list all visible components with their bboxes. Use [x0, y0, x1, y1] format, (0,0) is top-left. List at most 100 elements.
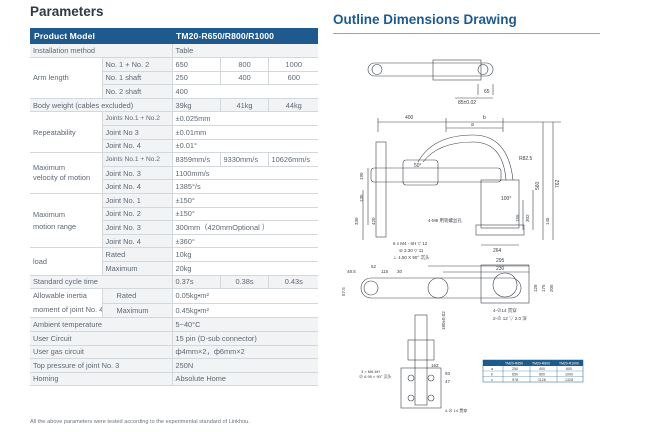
row-label: Installation method [30, 44, 173, 59]
outline-drawing: 65 85±0.02 400 a b R82.5 50° 100° 560 76… [341, 59, 584, 413]
row-value: 20kg [171, 261, 319, 276]
legend-key: c [491, 378, 493, 382]
row-value: 1100mm/s [171, 166, 319, 181]
dim-label: 47 [445, 379, 451, 384]
table-row: No. 1 shaft 250 400 600 [30, 71, 319, 86]
dim-label: 302 [525, 214, 530, 222]
top-view: 65 85±0.02 [367, 59, 494, 106]
dim-label: R82.5 [519, 156, 533, 162]
row-value: 5~40°C [171, 317, 319, 332]
table-row: Arm length No. 1 + No. 2 650 800 1000 [30, 57, 319, 99]
table-row: Homing Absolute Home [30, 372, 319, 387]
row-value: 0.37s [171, 275, 221, 290]
row-label: Standard cycle time [30, 275, 173, 290]
table-row: Joint No. 3 300mm（420mmOptional ） [30, 220, 319, 235]
dim-label: 100° [501, 196, 511, 202]
row-label-line: moment of joint No. 4 [33, 305, 102, 315]
table-row: User gas circuit ф4mm×2，ф6mm×2 [30, 345, 319, 360]
row-sub-label: Joint No 3 [101, 125, 173, 140]
row-value: 600 [267, 71, 319, 86]
legend-key: b [491, 373, 493, 377]
row-value: Table [171, 44, 319, 59]
dim-label: 48.5 [347, 269, 356, 274]
drawing-note: 6 x M4 - 6H ▽ 12 [393, 241, 428, 246]
row-value: 250N [171, 358, 319, 373]
dim-label: 93 [445, 371, 451, 376]
row-sub-label: No. 1 + No. 2 [101, 57, 173, 72]
front-view: 3 × M6-6H ⊘ 6.99 × 90° 沉头 4-⊘ 14 贯穿 163 … [359, 314, 467, 413]
table-row: Joint No 3 ±0.01mm [30, 125, 319, 140]
table-row: Body weight (cables excluded) 39kg 41kg … [30, 98, 319, 113]
row-label: load [30, 247, 102, 276]
row-value: 0.05kg•m² [171, 288, 319, 304]
dim-label: 295 [496, 258, 505, 264]
drawing-note: ⊘ 3.30 ▽ 11 [399, 248, 424, 253]
dim-label: 400 [405, 115, 414, 121]
row-value: ±360° [171, 234, 319, 249]
row-value: Absolute Home [171, 372, 319, 387]
row-label: Allowable inertia moment of joint No. 4 [30, 288, 102, 319]
top-base-outline [432, 59, 482, 81]
table-row: Repeatability Joints No.1 + No.2 ±0.025m… [30, 111, 319, 154]
legend-cell: 250 [512, 367, 518, 371]
legend-header: TM20-R800 [532, 362, 550, 366]
row-value: 1385°/s [171, 179, 319, 195]
dim-label: 163 [431, 363, 439, 368]
table-row: Joint No. 2 ±150° [30, 207, 319, 222]
top-arm-outline [367, 62, 494, 77]
dim-label: 560 [535, 181, 541, 190]
z-shaft [375, 141, 387, 238]
header-product-model: Product Model [30, 28, 173, 44]
row-label-line: Maximum [33, 163, 66, 173]
top-joint-circle [477, 64, 489, 75]
row-sub-label: Joint No. 3 [101, 166, 173, 181]
mount-hole [407, 394, 415, 402]
legend-header: TM20-R1000 [559, 362, 579, 366]
row-value: ±150° [171, 207, 319, 222]
legend-cell: 1000 [565, 373, 573, 377]
drawing-title: Outline Dimensions Drawing [333, 12, 517, 27]
row-value: 8359mm/s [171, 152, 221, 167]
base-plate [475, 224, 525, 236]
table-row: Installation method Table [30, 44, 319, 59]
drawing-note: 4-⊘14 贯穿 [493, 307, 517, 314]
dim-label: 190 [359, 172, 364, 180]
legend-cell: 800 [539, 373, 545, 377]
row-value: 300mm（420mmOptional ） [171, 220, 319, 235]
row-label: Body weight (cables excluded) [30, 98, 173, 113]
legend-header-fill [483, 360, 583, 366]
drawing-note: 3 × M6-6H [361, 369, 380, 374]
row-sub-label: Joint No. 2 [101, 207, 173, 222]
table-row: load Rated 10kg [30, 247, 319, 276]
table-row: Standard cycle time 0.37s 0.38s 0.43s [30, 275, 319, 290]
row-sub-label: Joints No.1 + No.2 [101, 152, 173, 167]
parameters-title: Parameters [30, 4, 104, 19]
row-value: 44kg [267, 98, 319, 113]
legend-cell: 650 [512, 373, 518, 377]
row-sub-label: Joints No.1 + No.2 [101, 111, 173, 127]
dim-label: 85±0.02 [458, 100, 476, 106]
row-value: 10626mm/s [267, 152, 319, 167]
row-sub-label: Joint No. 4 [101, 179, 173, 195]
dim-label: 128 [533, 284, 538, 292]
row-value: ф4mm×2，ф6mm×2 [171, 345, 319, 360]
plan-joint [427, 277, 449, 299]
row-value: ±150° [171, 193, 319, 208]
dim-label: 52 [371, 264, 377, 269]
plan-base [480, 264, 530, 304]
row-label: Ambient temperature [30, 317, 173, 332]
row-sub-label: Rated [101, 288, 173, 304]
dim-label: 330 [354, 217, 359, 225]
row-sub-label: Joint No. 3 [101, 220, 173, 235]
legend-cell: 1328 [565, 378, 573, 382]
legend-table: TM20-R650 TM20-R800 TM20-R1000 a 250 400… [482, 359, 584, 383]
row-label-line: Allowable inertia [33, 291, 87, 301]
row-value: 15 pin (D-sub connector) [171, 331, 319, 346]
dim-label: b [483, 115, 486, 121]
table-row: User Circuit 15 pin (D-sub connector) [30, 331, 319, 346]
dim-label: 135 [359, 194, 364, 202]
table-row: Allowable inertia moment of joint No. 4 R… [30, 288, 319, 319]
